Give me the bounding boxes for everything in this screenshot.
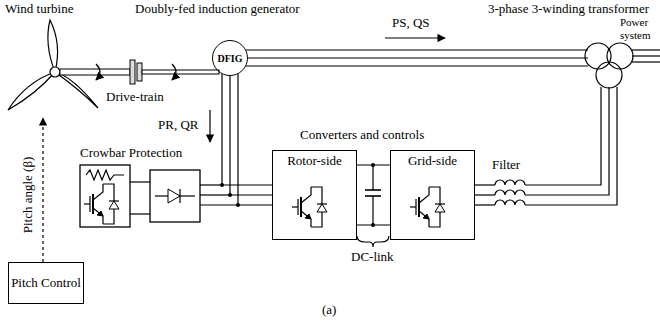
- igbt-emitter: [93, 208, 103, 224]
- component-name: Wind turbine: [5, 2, 73, 17]
- capacitor-lead: [372, 196, 373, 225]
- igbt-collector: [93, 184, 103, 200]
- filter-line: [525, 87, 609, 195]
- rotor-line: [200, 184, 222, 185]
- gate-plate: [89, 196, 90, 212]
- component-name: DC-link: [351, 250, 394, 265]
- node-text: Pitch Control: [11, 276, 81, 290]
- low-speed-shaft: [60, 69, 130, 75]
- generator-circle: DFIG: [212, 40, 248, 76]
- converter-box: Pitch Control: [8, 262, 84, 304]
- emitter-arrow: [423, 214, 429, 219]
- igbt-channel: [418, 197, 420, 217]
- power-label: PR, QR: [158, 118, 198, 133]
- grid-line: [632, 61, 660, 62]
- rotation-arrow: [96, 64, 100, 80]
- turbine-blade: [48, 20, 58, 72]
- stator-line: [246, 65, 588, 66]
- junction-dot: [371, 223, 375, 227]
- high-speed-shaft: [142, 70, 219, 74]
- diode-symbol: [317, 204, 327, 212]
- emitter-arrow: [97, 211, 103, 216]
- dc-rail: [357, 164, 390, 165]
- component-name: Doubly-fed induction generator: [135, 2, 300, 17]
- stator-line: [248, 57, 588, 58]
- crowbar-line: [130, 213, 150, 214]
- rotor-line: [200, 194, 230, 195]
- component-name: Filter: [492, 158, 520, 173]
- transformer-winding: [607, 43, 633, 69]
- junction-dot: [220, 183, 224, 187]
- filter-line: [525, 87, 601, 185]
- node-text: Grid-side: [408, 154, 457, 168]
- converter-box: Rotor-side: [272, 150, 357, 240]
- pitch-signal-arrow: [42, 118, 43, 262]
- capacitor-lead: [372, 165, 373, 190]
- signal-name: Pitch angle (β): [21, 157, 36, 234]
- power-label: PS, QS: [392, 16, 430, 31]
- emitter-arrow: [305, 214, 311, 219]
- node-text: Rotor-side: [287, 154, 342, 168]
- diode-bar: [435, 203, 445, 204]
- filter-line: [475, 204, 495, 205]
- gate-lead: [84, 203, 90, 204]
- turbine-blade: [8, 72, 55, 110]
- gate-lead: [292, 206, 298, 207]
- crowbar-line: [130, 181, 150, 182]
- igbt-channel: [300, 197, 302, 217]
- turbine-hub: [50, 67, 60, 77]
- diode-symbol: [168, 189, 180, 203]
- stator-line: [246, 49, 588, 50]
- diode-lead: [155, 195, 168, 196]
- group-name: Converters and controls: [300, 128, 424, 143]
- gear-wheel: [130, 60, 135, 84]
- power-flow-arrow: [209, 110, 210, 142]
- diode-symbol: [109, 201, 119, 209]
- converter-box: Grid-side: [390, 150, 475, 240]
- filter-line: [475, 194, 495, 195]
- igbt-emitter: [419, 211, 429, 227]
- filter-inductor: [495, 200, 525, 205]
- rotor-line: [238, 74, 272, 205]
- igbt-emitter: [301, 211, 311, 227]
- gear-wheel: [137, 63, 142, 81]
- igbt-collector: [419, 187, 429, 203]
- resistor-symbol: [86, 170, 124, 180]
- diode-bar: [317, 203, 327, 204]
- igbt-channel: [92, 194, 94, 214]
- dc-link-brace: [357, 236, 389, 247]
- filter-line: [525, 87, 617, 205]
- component-name: Power system: [620, 16, 658, 41]
- capacitor-plate: [365, 189, 381, 191]
- filter-inductor: [495, 180, 525, 185]
- crowbar-box: [80, 165, 130, 227]
- transformer-winding: [596, 62, 622, 88]
- node-text: DFIG: [218, 53, 243, 64]
- grid-line: [632, 55, 660, 56]
- rectifier-box: [150, 170, 200, 222]
- component-name: 3-phase 3-winding transformer: [488, 2, 649, 17]
- junction-dot: [236, 203, 240, 207]
- power-flow-arrow: [385, 37, 445, 38]
- component-name: Drive-train: [106, 90, 164, 105]
- gate-plate: [297, 199, 298, 215]
- filter-inductor: [495, 190, 525, 195]
- figure-caption: (a): [322, 303, 336, 318]
- gate-lead: [410, 206, 416, 207]
- turbine-blade: [55, 72, 98, 108]
- diode-lead: [180, 195, 195, 196]
- filter-line: [475, 184, 495, 185]
- rotor-line: [200, 204, 238, 205]
- component-name: Crowbar Protection: [80, 146, 182, 161]
- igbt-collector: [301, 187, 311, 203]
- gate-plate: [415, 199, 416, 215]
- rotor-line: [230, 76, 272, 195]
- grid-line: [632, 49, 660, 50]
- diode-bar: [109, 200, 119, 201]
- diode-symbol: [435, 204, 445, 212]
- rotation-arrow: [172, 64, 176, 80]
